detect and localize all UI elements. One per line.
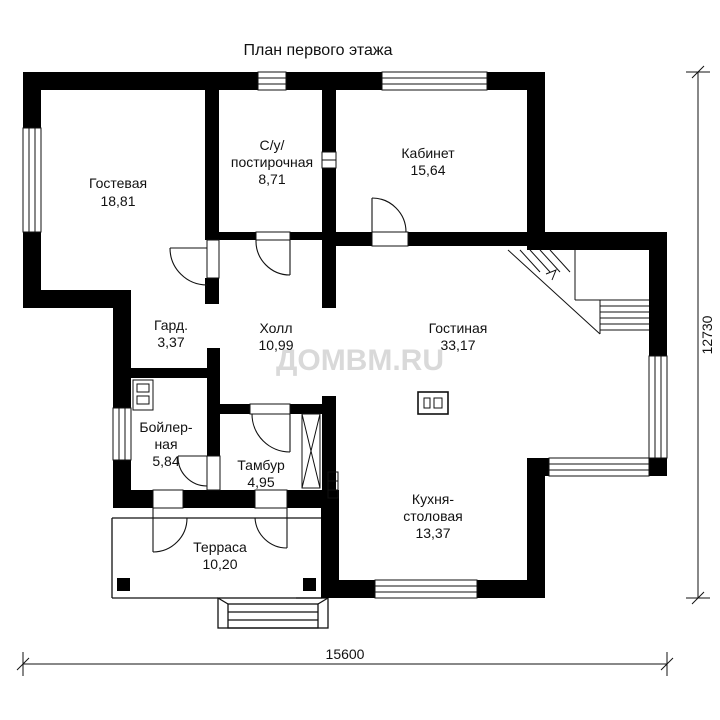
doors bbox=[152, 197, 407, 553]
room-area-tambur: 4,95 bbox=[247, 474, 274, 490]
room-name-boiler-line1: Бойлер- bbox=[139, 419, 193, 435]
terrace-outline bbox=[111, 517, 329, 629]
room-area-kuhnya: 13,37 bbox=[415, 525, 450, 541]
room-name-gostevaya: Гостевая bbox=[89, 175, 147, 191]
watermark: ДОМВМ.RU bbox=[276, 344, 444, 377]
room-area-gostevaya: 18,81 bbox=[100, 193, 135, 209]
room-name-holl: Холл bbox=[260, 320, 293, 336]
room-name-terrasa: Терраса bbox=[193, 539, 247, 555]
room-name-kuhnya-line1: Кухня- bbox=[412, 491, 454, 507]
room-area-kabinet: 15,64 bbox=[410, 162, 445, 178]
dimension-lines bbox=[16, 65, 710, 676]
room-name-kuhnya-line2: столовая bbox=[403, 508, 463, 524]
room-area-su: 8,71 bbox=[258, 171, 285, 187]
room-area-terrasa: 10,20 bbox=[202, 556, 237, 572]
windows bbox=[22, 71, 668, 599]
room-name-boiler-line2: ная bbox=[154, 436, 177, 452]
fixtures bbox=[132, 379, 449, 499]
room-name-gard: Гард. bbox=[154, 317, 188, 333]
room-labels: Гостевая 18,81 С/у/ постирочная 8,71 Каб… bbox=[89, 137, 487, 572]
room-area-gostinaya: 33,17 bbox=[440, 337, 475, 353]
room-name-gostinaya: Гостиная bbox=[429, 320, 488, 336]
room-area-boiler: 5,84 bbox=[152, 453, 179, 469]
staircase bbox=[507, 249, 649, 335]
dimension-height: 12730 bbox=[699, 315, 715, 354]
dimension-width: 15600 bbox=[326, 646, 365, 662]
room-name-su-line1: С/у/ bbox=[260, 137, 285, 153]
room-area-holl: 10,99 bbox=[258, 337, 293, 353]
terrace-column bbox=[303, 578, 316, 591]
room-name-su-line2: постирочная bbox=[231, 154, 313, 170]
terrace-column bbox=[117, 578, 130, 591]
room-name-kabinet: Кабинет bbox=[401, 145, 455, 161]
plan-title: План первого этажа bbox=[244, 42, 393, 59]
room-name-tambur: Тамбур bbox=[237, 457, 285, 473]
interior-walls bbox=[131, 90, 528, 502]
room-area-gard: 3,37 bbox=[157, 334, 184, 350]
exterior-walls bbox=[23, 72, 667, 598]
